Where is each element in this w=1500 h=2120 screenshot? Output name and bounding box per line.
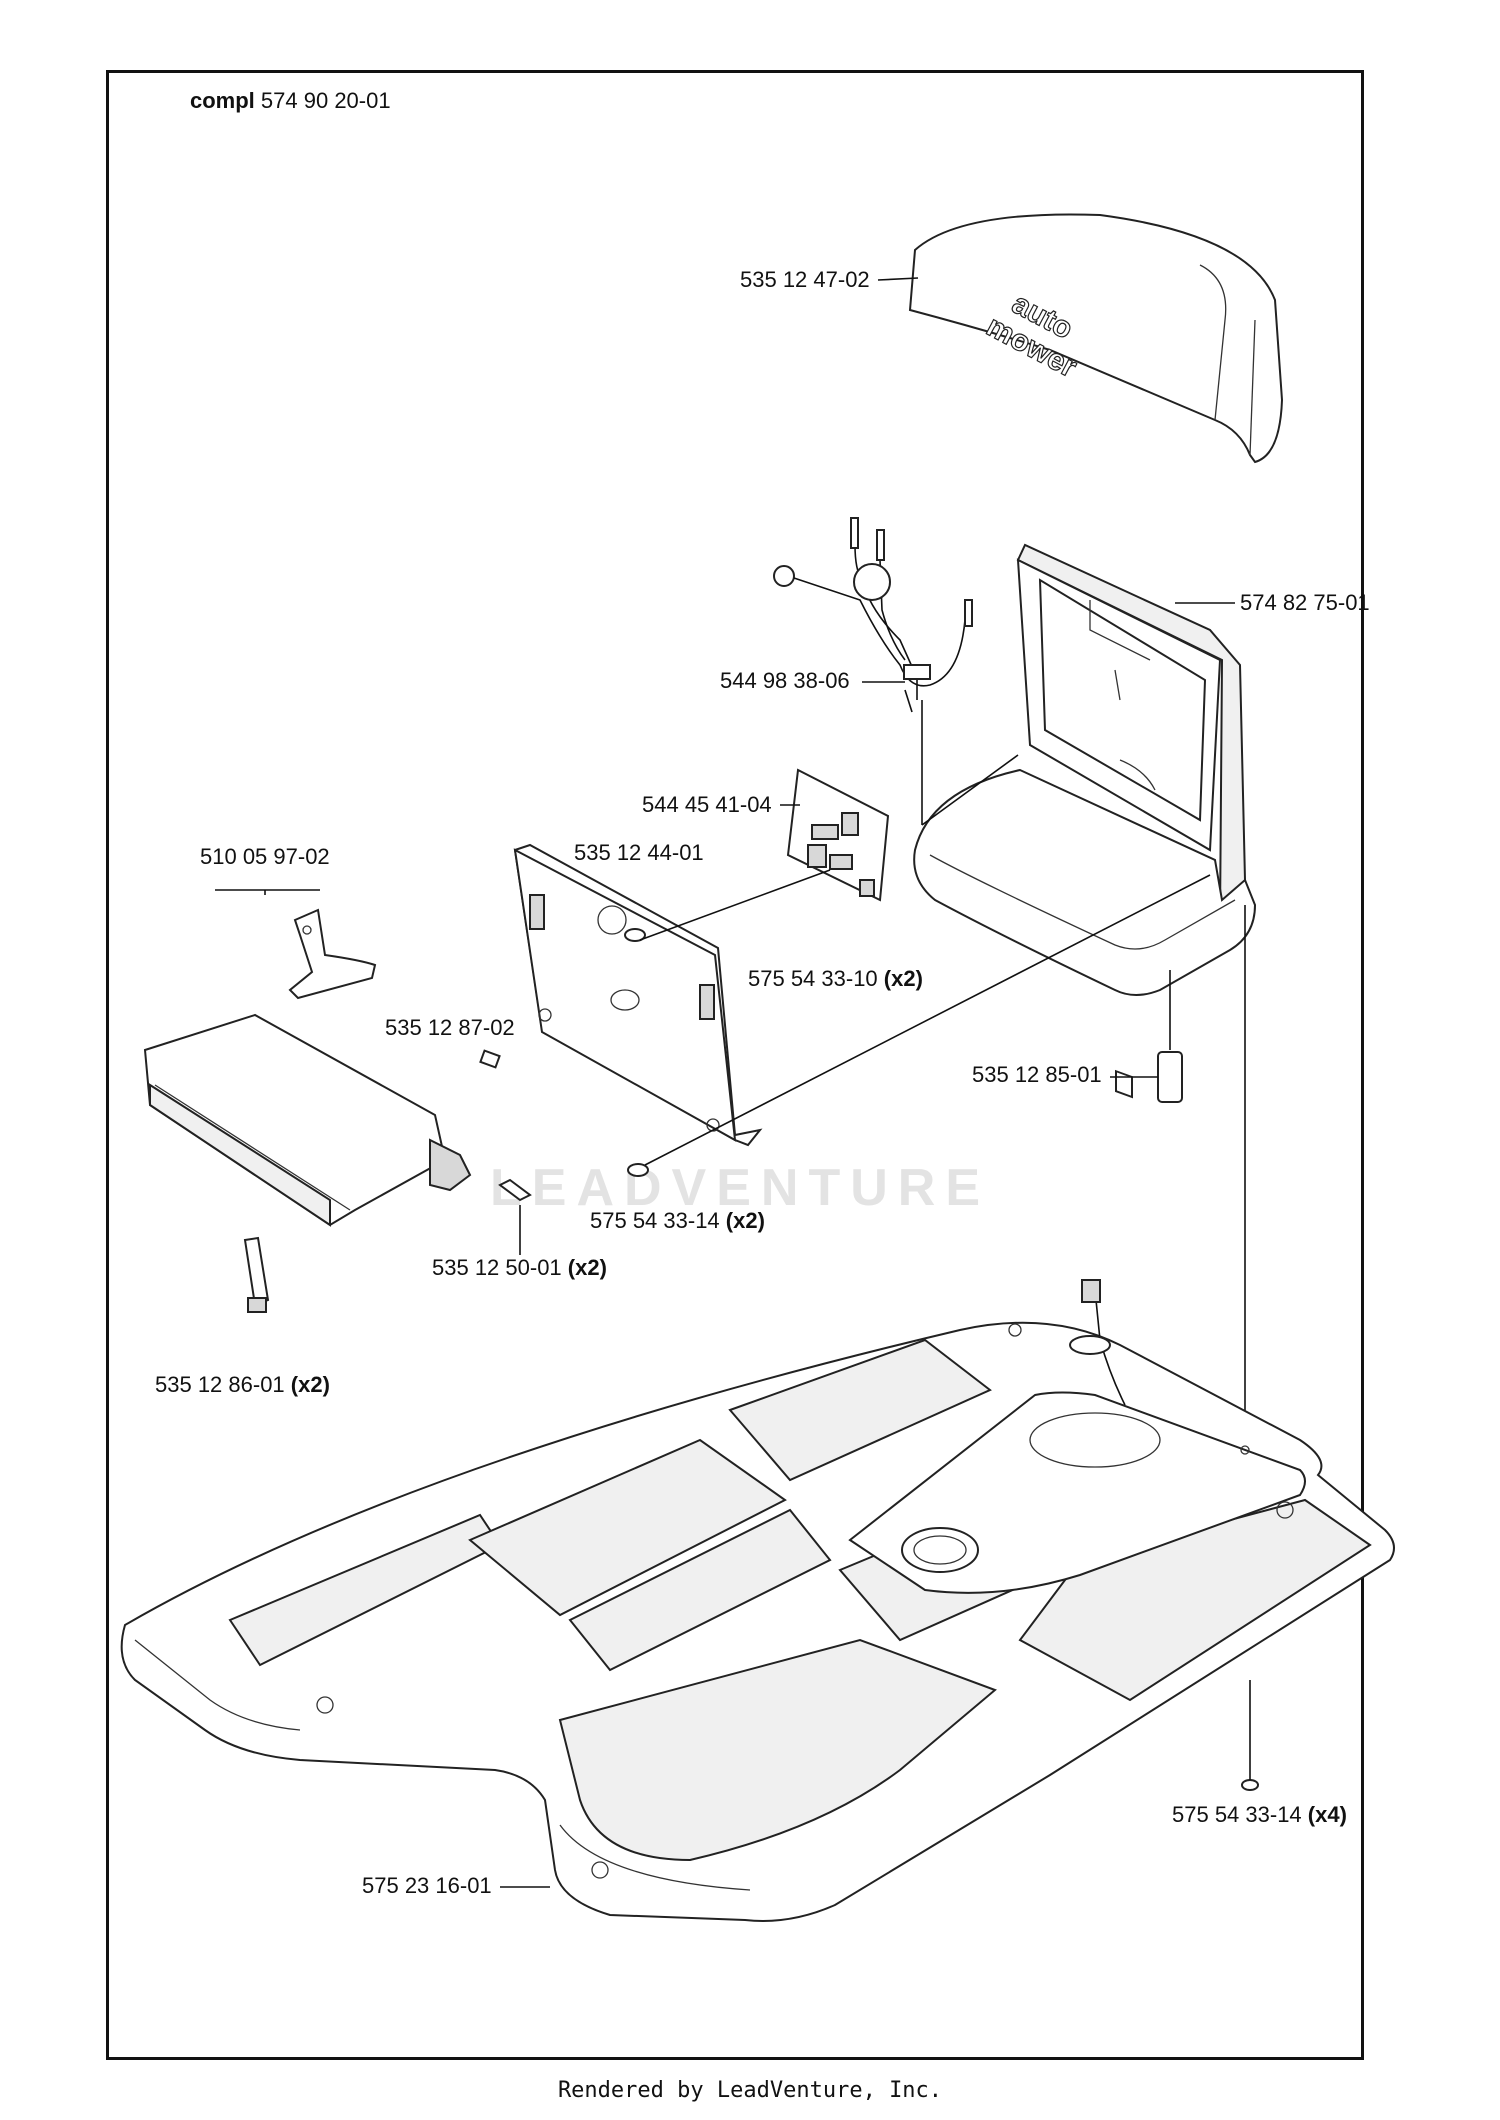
assembly-label: compl 574 90 20-01 — [190, 88, 391, 113]
svg-text:574 82 75-01: 574 82 75-01 — [1240, 590, 1370, 615]
svg-text:535 12 44-01: 535 12 44-01 — [574, 840, 704, 865]
brand-logo-icon — [901, 1527, 979, 1573]
label-p13: 575 54 33-14 (x4) — [1172, 1802, 1347, 1827]
cable-clip-part — [243, 1236, 270, 1313]
svg-text:535 12 85-01: 535 12 85-01 — [972, 1062, 1102, 1087]
label-p12: 535 12 86-01 (x2) — [155, 1372, 330, 1397]
label-p5: 510 05 97-02 — [200, 844, 330, 895]
base-plate-part — [120, 1279, 1395, 1922]
svg-text:575 54 33-14 (x2): 575 54 33-14 (x2) — [590, 1208, 765, 1233]
svg-text:575 54 33-14 (x4): 575 54 33-14 (x4) — [1172, 1802, 1347, 1827]
svg-text:535 12 86-01 (x2): 535 12 86-01 (x2) — [155, 1372, 330, 1397]
label-p9: 535 12 85-01 — [972, 1062, 1158, 1087]
circuit-board-part — [786, 768, 890, 902]
svg-text:535 12 47-02: 535 12 47-02 — [740, 267, 870, 292]
label-p2: 574 82 75-01 — [1175, 590, 1370, 615]
label-p3: 544 98 38-06 — [720, 668, 905, 693]
screw-part-1 — [624, 869, 831, 942]
label-p7: 575 54 33-10 (x2) — [748, 966, 923, 991]
label-p1: 535 12 47-02 — [740, 267, 919, 292]
svg-text:535 12 50-01 (x2): 535 12 50-01 (x2) — [432, 1255, 607, 1280]
svg-text:575 54 33-10 (x2): 575 54 33-10 (x2) — [748, 966, 923, 991]
svg-text:544 98 38-06: 544 98 38-06 — [720, 668, 850, 693]
svg-text:544 45 41-04: 544 45 41-04 — [642, 792, 772, 817]
bracket-part — [288, 908, 377, 1000]
label-p8: 535 12 87-02 — [385, 1015, 515, 1040]
back-plate-part — [513, 843, 763, 1147]
connector-part — [1157, 970, 1183, 1103]
diagram-frame — [106, 70, 1364, 2060]
svg-text:535 12 87-02: 535 12 87-02 — [385, 1015, 515, 1040]
footer-credit: Rendered by LeadVenture, Inc. — [557, 2078, 943, 2103]
screw-part-2 — [627, 874, 1211, 1177]
watermark: LEADVENTURE — [490, 1159, 990, 1217]
label-p4: 544 45 41-04 — [642, 792, 800, 817]
svg-text:510 05 97-02: 510 05 97-02 — [200, 844, 330, 869]
svg-text:575 23 16-01: 575 23 16-01 — [362, 1873, 492, 1898]
wire-harness-part — [773, 517, 973, 713]
pin-part — [498, 1178, 532, 1202]
charging-housing-part — [913, 543, 1257, 1099]
assembly-number: 574 90 20-01 — [261, 88, 391, 113]
assembly-prefix: compl — [190, 88, 255, 113]
label-p6: 535 12 44-01 — [574, 840, 704, 865]
label-p10: 575 54 33-14 (x2) — [590, 1208, 765, 1233]
plug-part — [479, 1049, 501, 1069]
top-cover-part: auto mower — [908, 213, 1284, 464]
label-p14: 575 23 16-01 — [362, 1873, 550, 1898]
label-p11: 535 12 50-01 (x2) — [432, 1205, 607, 1280]
screw-part-3 — [1241, 1680, 1259, 1791]
front-lid-part — [143, 1013, 472, 1227]
